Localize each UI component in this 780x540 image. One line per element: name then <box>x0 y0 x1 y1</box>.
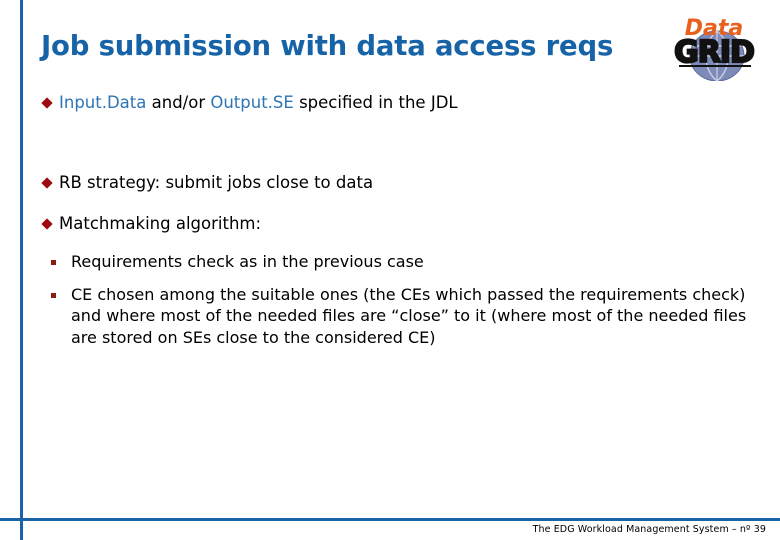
spacer-1 <box>41 114 756 172</box>
bullet-1-segment-1: Input.Data <box>59 93 147 112</box>
bullet-2-text: RB strategy: submit jobs close to data <box>59 173 374 192</box>
bullet-1-segment-4: specified in the JDL <box>293 93 458 112</box>
bullet-input-data: Input.Data and/or Output.SE specified in… <box>41 92 756 114</box>
bullet-rb-strategy: RB strategy: submit jobs close to data <box>41 172 756 194</box>
spacer-2 <box>41 194 756 213</box>
logo-word-grid: GRID <box>674 35 754 70</box>
slide-title: Job submission with data access reqs <box>41 30 614 62</box>
bullet-3-text: Matchmaking algorithm: <box>59 214 262 233</box>
logo-underline <box>679 65 751 67</box>
spacer-3 <box>41 235 756 251</box>
bullet-matchmaking: Matchmaking algorithm: <box>41 213 756 235</box>
sub-bullet-requirements-check: Requirements check as in the previous ca… <box>41 251 756 273</box>
diamond-bullet-icon <box>41 177 53 189</box>
left-accent-bar <box>20 0 23 540</box>
bottom-accent-rule <box>0 518 780 521</box>
sub-bullet-2-text: CE chosen among the suitable ones (the C… <box>71 284 747 347</box>
slide-footer: The EDG Workload Management System – nº … <box>532 524 766 535</box>
sub-bullet-1-text: Requirements check as in the previous ca… <box>71 252 424 271</box>
bullet-1-segment-2: and/or <box>146 93 211 112</box>
diamond-bullet-icon <box>41 97 53 109</box>
sub-bullet-ce-chosen: CE chosen among the suitable ones (the C… <box>41 284 756 349</box>
spacer-4 <box>41 273 756 284</box>
datagrid-logo: Data GRID <box>655 9 773 81</box>
slide-body: Input.Data and/or Output.SE specified in… <box>41 92 756 348</box>
logo-word-data: Data <box>685 16 743 41</box>
diamond-bullet-icon <box>41 218 53 230</box>
square-bullet-icon <box>51 260 56 265</box>
square-bullet-icon <box>51 292 56 298</box>
bullet-1-segment-3: Output.SE <box>210 93 294 112</box>
